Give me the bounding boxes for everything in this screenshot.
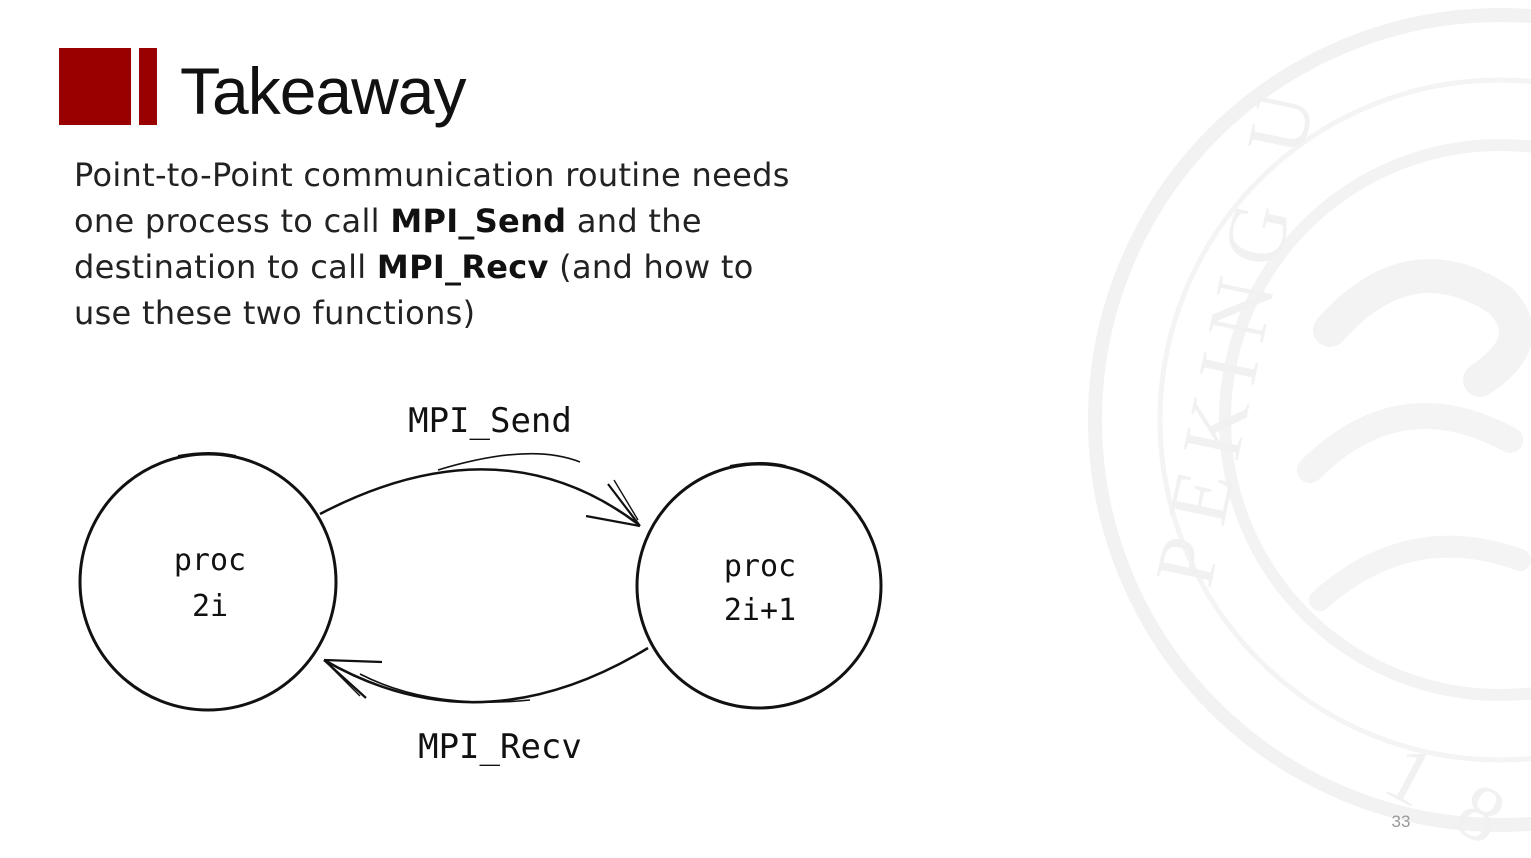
node-right-label-line1: proc — [724, 549, 796, 584]
university-seal-watermark: PEKING U 18 — [1088, 8, 1531, 858]
node-proc-2i: proc 2i — [78, 452, 338, 712]
send-arrow: MPI_Send — [319, 401, 641, 528]
recv-arrow-label: MPI_Recv — [418, 727, 582, 767]
recv-arrow: MPI_Recv — [323, 646, 649, 767]
slide-title: Takeaway — [180, 54, 466, 128]
body-text-part3: (and how to use these two functions) — [74, 248, 754, 332]
node-proc-2i-plus-1: proc 2i+1 — [635, 462, 883, 710]
slide-body-text: Point-to-Point communication routine nee… — [74, 152, 794, 336]
page-number: 33 — [1391, 812, 1411, 831]
seal-digits: 18 — [1372, 728, 1531, 858]
node-left-label-line1: proc — [174, 543, 246, 578]
title-accent-bar — [139, 48, 157, 125]
body-text-part1: Point-to-Point communication routine nee… — [74, 156, 790, 240]
title-accent-block — [59, 48, 131, 125]
mpi-recv-keyword: MPI_Recv — [376, 248, 549, 286]
seal-text: PEKING U — [1138, 68, 1337, 594]
body-text-part2: and the destination to call — [74, 202, 702, 286]
process-communication-diagram: proc 2i proc 2i+1 MPI_Send MPI_Recv — [78, 401, 883, 767]
send-arrow-label: MPI_Send — [408, 401, 572, 441]
node-right-label-line2: 2i+1 — [724, 593, 796, 628]
mpi-send-keyword: MPI_Send — [390, 202, 567, 240]
node-left-label-line2: 2i — [192, 589, 228, 624]
